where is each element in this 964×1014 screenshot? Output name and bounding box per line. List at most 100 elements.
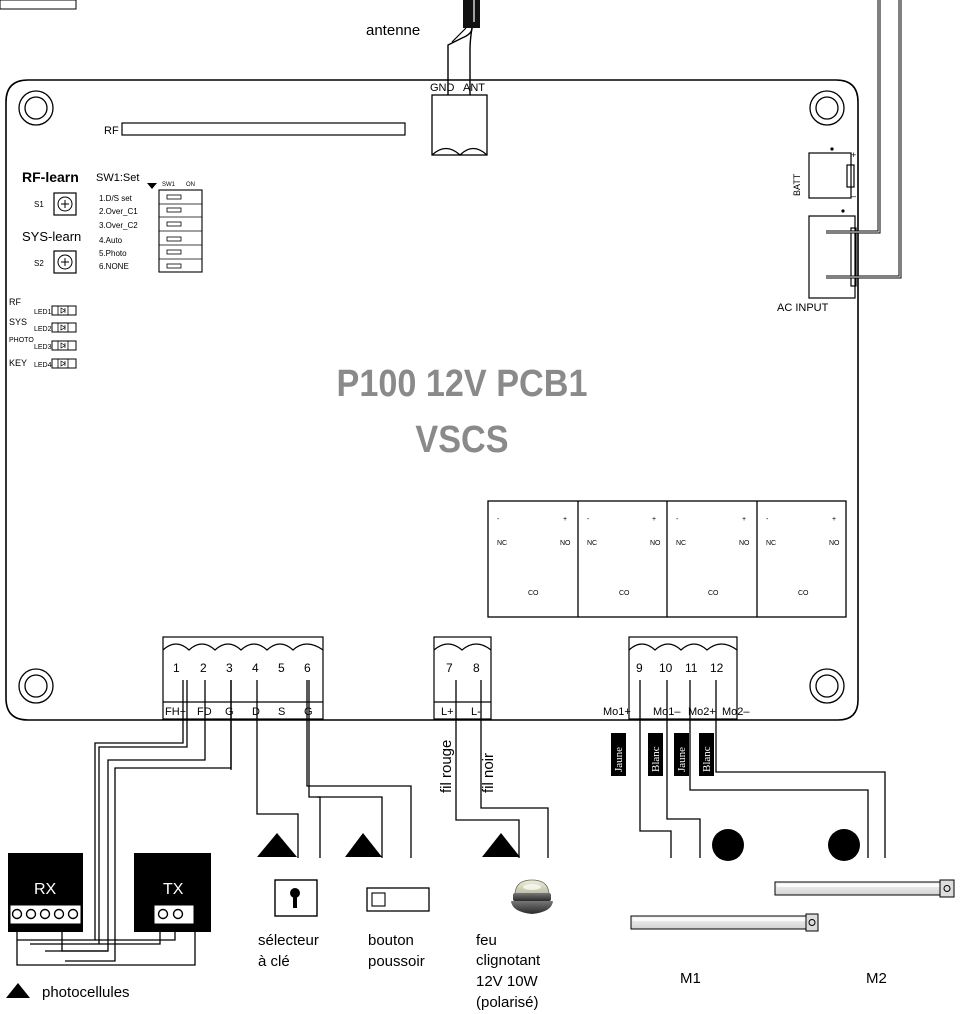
rf-learn-switch-label: S1 — [34, 200, 44, 209]
wire-tag-jaune-2: Jaune — [674, 733, 689, 776]
led-sys: SYS LED2 — [9, 317, 77, 333]
sw1-item[interactable]: 2.Over_C1 — [99, 207, 182, 216]
svg-text:1.D/S set: 1.D/S set — [99, 194, 133, 203]
terminal-7: 7 — [446, 661, 453, 675]
corner-tab — [0, 0, 77, 10]
pcb-outline — [5, 79, 859, 721]
mounting-hole — [809, 668, 845, 704]
svg-text:4.Auto: 4.Auto — [99, 236, 123, 245]
wires-photocells — [16, 680, 232, 966]
sw1-item[interactable]: 5.Photo — [99, 249, 182, 258]
sw1-col-sw1: SW1 — [162, 182, 176, 188]
sw1-col-on: ON — [186, 182, 195, 188]
svg-text:G: G — [304, 706, 313, 718]
svg-text:S: S — [278, 706, 285, 718]
svg-text:+: + — [832, 516, 836, 523]
mounting-hole — [809, 90, 845, 126]
svg-text:Mo2+: Mo2+ — [688, 706, 716, 718]
svg-text:+: + — [742, 516, 746, 523]
motor-1-dot — [712, 829, 744, 861]
svg-text:12: 12 — [710, 661, 724, 675]
terminal-numbers-1: 1 2 3 4 5 6 — [173, 661, 311, 675]
lamp-label-line1: feu — [476, 932, 497, 949]
sw1-item[interactable]: 6.NONE — [99, 262, 182, 271]
button-label-line2: poussoir — [368, 953, 425, 970]
svg-text:2.Over_C1: 2.Over_C1 — [99, 207, 138, 216]
led-key: KEY LED4 — [9, 358, 77, 369]
rx-photocell: RX — [8, 853, 83, 932]
rf-module — [121, 122, 406, 136]
svg-text:4: 4 — [252, 661, 259, 675]
key-selector — [274, 879, 318, 917]
antenna-wire-core — [469, 27, 473, 95]
svg-text:LED4: LED4 — [34, 362, 52, 369]
rf-label: RF — [104, 125, 119, 137]
svg-text:LED3: LED3 — [34, 344, 52, 351]
battery-connector — [808, 152, 855, 199]
batt-label: BATT — [792, 173, 802, 196]
batt-plus: + — [851, 150, 856, 160]
wires-lamp — [455, 680, 549, 858]
svg-text:Jaune: Jaune — [613, 747, 625, 772]
antenna-connector — [431, 94, 488, 156]
svg-text:-: - — [497, 516, 500, 523]
tx-photocell: TX — [134, 853, 211, 932]
svg-text:KEY: KEY — [9, 358, 27, 368]
sw1-item[interactable]: 4.Auto — [99, 236, 182, 245]
tx-label: TX — [163, 881, 184, 898]
rx-label: RX — [34, 881, 57, 898]
sw1-items: 1.D/S set 2.Over_C1 3.Over_C2 4.Auto 5.P… — [99, 194, 202, 271]
svg-text:3: 3 — [226, 661, 233, 675]
motor-m1-label: M1 — [680, 970, 701, 987]
antenna-ant-label: ANT — [463, 82, 485, 94]
terminal-numbers-3: 9 10 11 12 — [636, 661, 724, 675]
sw1-item[interactable]: 3.Over_C2 — [99, 221, 182, 230]
terminal-8: 8 — [473, 661, 480, 675]
sys-learn-button[interactable] — [53, 250, 77, 274]
wire-tag-jaune-1: Jaune — [611, 733, 626, 776]
svg-text:PHOTO: PHOTO — [9, 337, 34, 344]
svg-text:CO: CO — [798, 590, 809, 597]
svg-text:9: 9 — [636, 661, 643, 675]
wires-key-button — [256, 680, 412, 858]
ac-input-label: AC INPUT — [777, 302, 829, 314]
svg-text:NO: NO — [650, 540, 661, 547]
antenna-gnd-label: GND — [430, 82, 455, 94]
rf-learn-button[interactable] — [53, 192, 77, 216]
svg-text:NC: NC — [587, 540, 597, 547]
svg-text:LED1: LED1 — [34, 309, 52, 316]
terminal-block-3 — [628, 636, 738, 720]
svg-text:Blanc: Blanc — [701, 746, 713, 772]
batt-minus: – — [851, 191, 856, 201]
sw1-item[interactable]: 1.D/S set — [99, 194, 182, 203]
svg-text:-: - — [676, 516, 679, 523]
motor-m1 — [630, 913, 819, 932]
svg-text:5.Photo: 5.Photo — [99, 249, 127, 258]
svg-text:1: 1 — [173, 661, 180, 675]
svg-text:SYS: SYS — [9, 317, 27, 327]
sys-learn-label: SYS-learn — [22, 229, 81, 244]
photocells-label: photocellules — [42, 984, 130, 1001]
push-button — [366, 887, 430, 912]
svg-text:CO: CO — [619, 590, 630, 597]
svg-text:RF: RF — [9, 297, 21, 307]
led-photo: PHOTO LED3 — [9, 337, 77, 351]
key-label-line1: sélecteur — [258, 932, 319, 949]
svg-text:D: D — [252, 706, 260, 718]
svg-text:Mo2–: Mo2– — [722, 706, 750, 718]
svg-text:NO: NO — [560, 540, 571, 547]
key-triangle-icon — [257, 833, 297, 857]
antenna-cable — [463, 0, 480, 28]
wires-motors — [639, 680, 886, 858]
svg-text:NC: NC — [676, 540, 686, 547]
wire-tag-blanc-2: Blanc — [699, 733, 714, 776]
svg-text:LED2: LED2 — [34, 326, 52, 333]
terminal-label-lminus: L- — [471, 706, 481, 718]
rf-learn-label: RF-learn — [22, 169, 79, 185]
svg-text:Blanc: Blanc — [650, 746, 662, 772]
svg-text:5: 5 — [278, 661, 285, 675]
